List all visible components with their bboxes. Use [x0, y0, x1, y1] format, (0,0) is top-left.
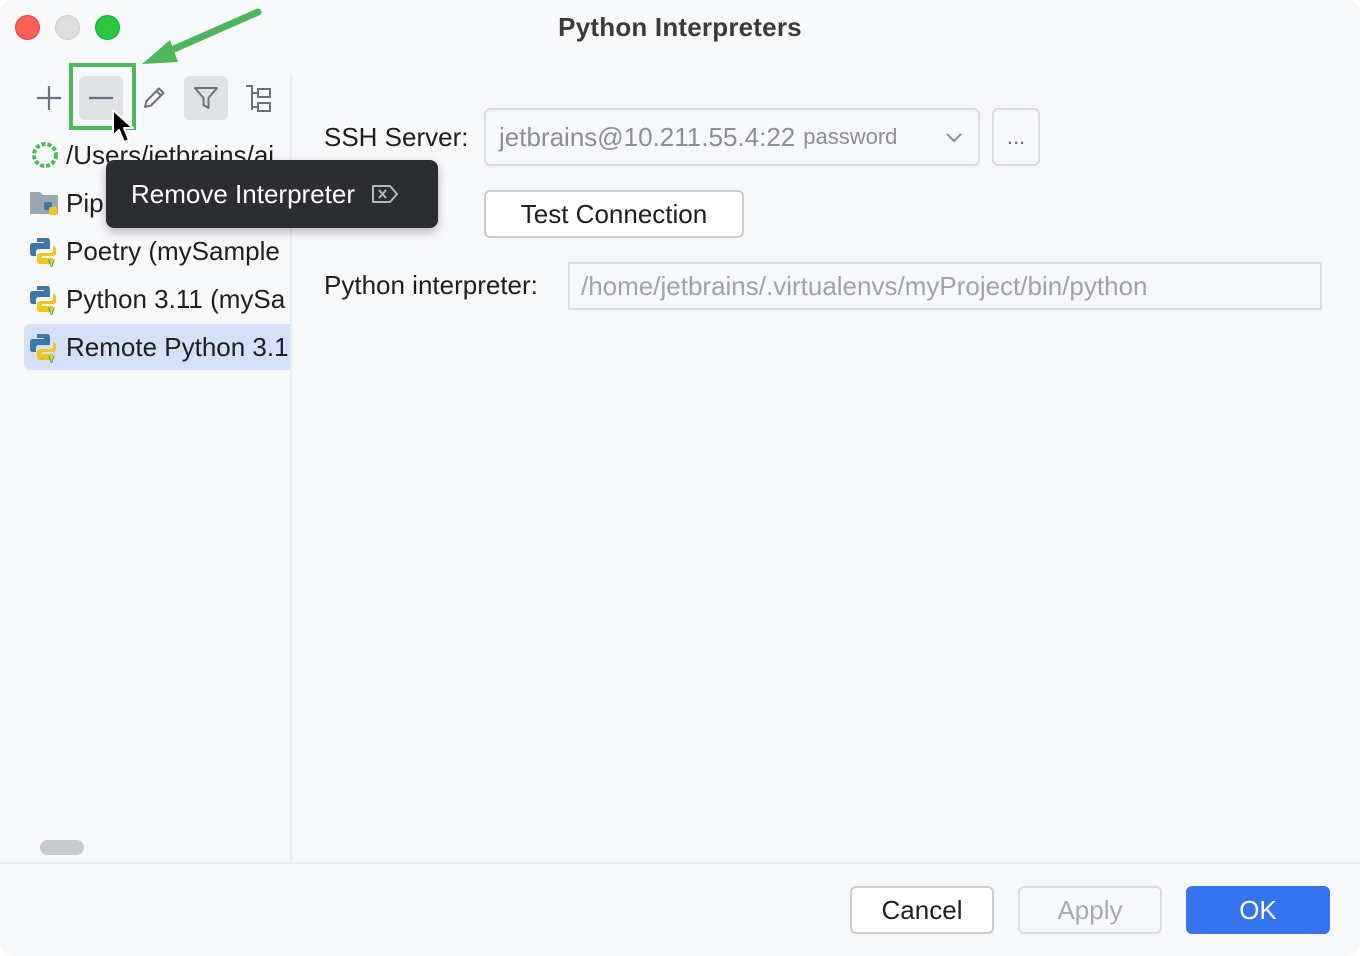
conda-icon	[28, 138, 62, 172]
list-item-label: Remote Python 3.1	[66, 331, 289, 362]
tree-icon	[246, 85, 271, 112]
list-item[interactable]: v Poetry (mySample	[24, 228, 290, 274]
python-venv-icon: v	[28, 234, 62, 270]
ssh-server-value: jetbrains@10.211.55.4:22	[499, 121, 796, 152]
maximize-window-button[interactable]	[95, 15, 120, 40]
dialog-title: Python Interpreters	[558, 12, 802, 42]
filter-icon	[194, 87, 218, 109]
svg-text:v: v	[48, 350, 55, 364]
minus-icon	[89, 96, 113, 100]
apply-button[interactable]: Apply	[1018, 886, 1162, 934]
annotation-arrow-icon	[142, 8, 262, 64]
plus-icon	[37, 86, 61, 110]
python-venv-icon: v	[28, 330, 62, 366]
panel-divider[interactable]	[290, 74, 292, 862]
list-item[interactable]: v Python 3.11 (mySa	[24, 276, 290, 322]
python-interpreter-label: Python interpreter:	[324, 270, 538, 300]
title-bar: Python Interpreters	[0, 0, 1360, 56]
tooltip-text: Remove Interpreter	[131, 178, 355, 209]
close-window-button[interactable]	[15, 15, 40, 40]
add-interpreter-button[interactable]	[27, 76, 71, 120]
test-connection-button[interactable]: Test Connection	[484, 190, 744, 238]
pencil-icon	[144, 87, 165, 108]
show-paths-button[interactable]	[236, 76, 280, 120]
ok-button[interactable]: OK	[1186, 886, 1330, 934]
ssh-server-select[interactable]: jetbrains@10.211.55.4:22 password	[484, 108, 980, 166]
python-interpreter-field[interactable]: /home/jetbrains/.virtualenvs/myProject/b…	[568, 262, 1322, 310]
ssh-server-label: SSH Server:	[324, 122, 469, 152]
chevron-down-icon	[946, 133, 962, 143]
remove-interpreter-tooltip: Remove Interpreter	[106, 160, 438, 228]
footer-divider	[0, 862, 1360, 864]
python-venv-icon: v	[28, 282, 62, 318]
filter-interpreters-button[interactable]	[184, 76, 228, 120]
list-item-selected[interactable]: v Remote Python 3.1	[24, 324, 290, 370]
minimize-window-button[interactable]	[55, 15, 80, 40]
remove-button-highlight	[69, 63, 136, 130]
browse-ssh-button[interactable]: ...	[992, 108, 1040, 166]
delete-key-icon	[371, 185, 398, 203]
list-item-label: Python 3.11 (mySa	[66, 283, 286, 314]
folder-python-icon	[28, 186, 62, 220]
horizontal-scrollbar[interactable]	[40, 840, 84, 855]
list-item-label: Poetry (mySample	[66, 235, 280, 266]
mouse-cursor-icon	[112, 109, 134, 143]
list-item[interactable]: Pip	[24, 180, 290, 226]
svg-text:v: v	[48, 254, 55, 268]
cancel-button[interactable]: Cancel	[850, 886, 994, 934]
ssh-auth-hint: password	[803, 124, 898, 149]
edit-interpreter-button[interactable]	[132, 76, 176, 120]
list-item-label: Pip	[66, 187, 104, 218]
svg-text:v: v	[48, 302, 55, 316]
